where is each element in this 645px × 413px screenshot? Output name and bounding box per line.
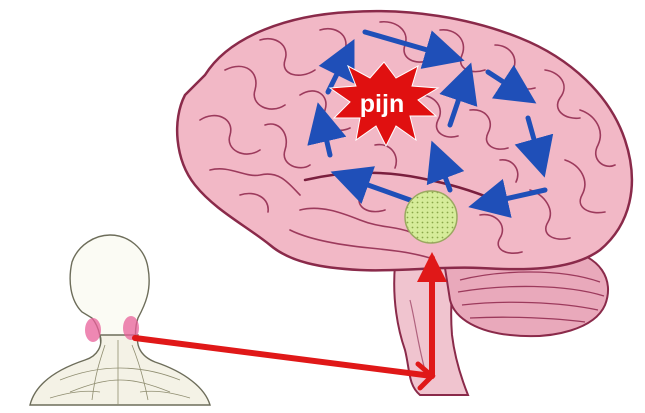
neck-figure: [30, 235, 210, 405]
left-neck-pain: [85, 318, 101, 342]
thalamus-circle: [405, 191, 457, 243]
pathway-segment: [135, 338, 432, 376]
pain-pathway-arrow: [135, 258, 432, 388]
cerebrum: [177, 11, 632, 270]
pain-label: pijn: [360, 90, 404, 118]
